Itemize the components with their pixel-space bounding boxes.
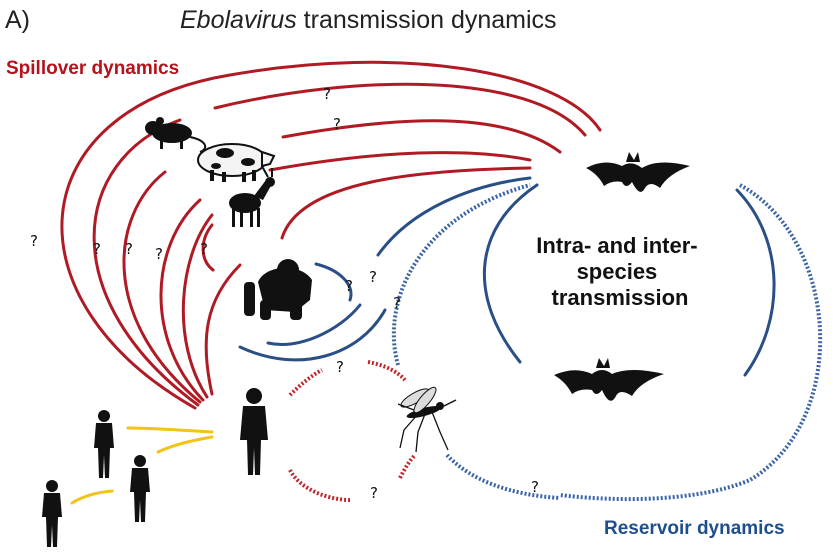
question-mark: ? xyxy=(336,358,344,376)
panel-label: A) xyxy=(5,6,30,34)
human-icon xyxy=(240,388,268,475)
antelope-icon xyxy=(229,167,275,227)
question-mark: ? xyxy=(93,240,101,258)
question-mark: ? xyxy=(345,277,353,295)
question-mark: ? xyxy=(393,294,401,312)
question-mark: ? xyxy=(531,478,539,496)
center-label-line-1: Intra- and inter- xyxy=(536,233,697,258)
dotted-links xyxy=(288,183,823,502)
center-label-line-2: species xyxy=(577,259,658,284)
center-label: Intra- and inter- species transmission xyxy=(536,233,703,310)
human-icon xyxy=(94,410,114,478)
diagram-title: Ebolavirus transmission dynamics xyxy=(180,6,557,34)
unknown-markers: ? ? ? ? ? ? ? ? ? ? ? ? ? xyxy=(30,85,539,502)
mosquito-icon xyxy=(397,386,457,453)
spillover-dynamics-label: Spillover dynamics xyxy=(6,58,179,79)
question-mark: ? xyxy=(323,85,331,103)
spillover-arcs xyxy=(60,60,602,410)
bat-icon xyxy=(554,358,664,401)
title-italic: Ebolavirus xyxy=(180,6,297,34)
question-mark: ? xyxy=(333,115,341,133)
rodent-icon xyxy=(145,117,207,153)
center-label-line-3: transmission xyxy=(552,285,689,310)
human-icon xyxy=(42,480,62,547)
reservoir-dynamics-label: Reservoir dynamics xyxy=(604,518,785,539)
reservoir-arcs xyxy=(238,176,776,377)
human-to-human-links xyxy=(70,426,214,505)
question-mark: ? xyxy=(369,268,377,286)
question-mark: ? xyxy=(155,245,163,263)
ape-icon xyxy=(244,259,312,320)
human-icon xyxy=(130,455,150,522)
question-mark: ? xyxy=(30,232,38,250)
question-mark: ? xyxy=(370,484,378,502)
question-mark: ? xyxy=(125,240,133,258)
question-mark: ? xyxy=(200,240,208,258)
bat-icon xyxy=(586,152,690,192)
pig-icon xyxy=(197,143,276,182)
title-rest: transmission dynamics xyxy=(297,6,557,34)
